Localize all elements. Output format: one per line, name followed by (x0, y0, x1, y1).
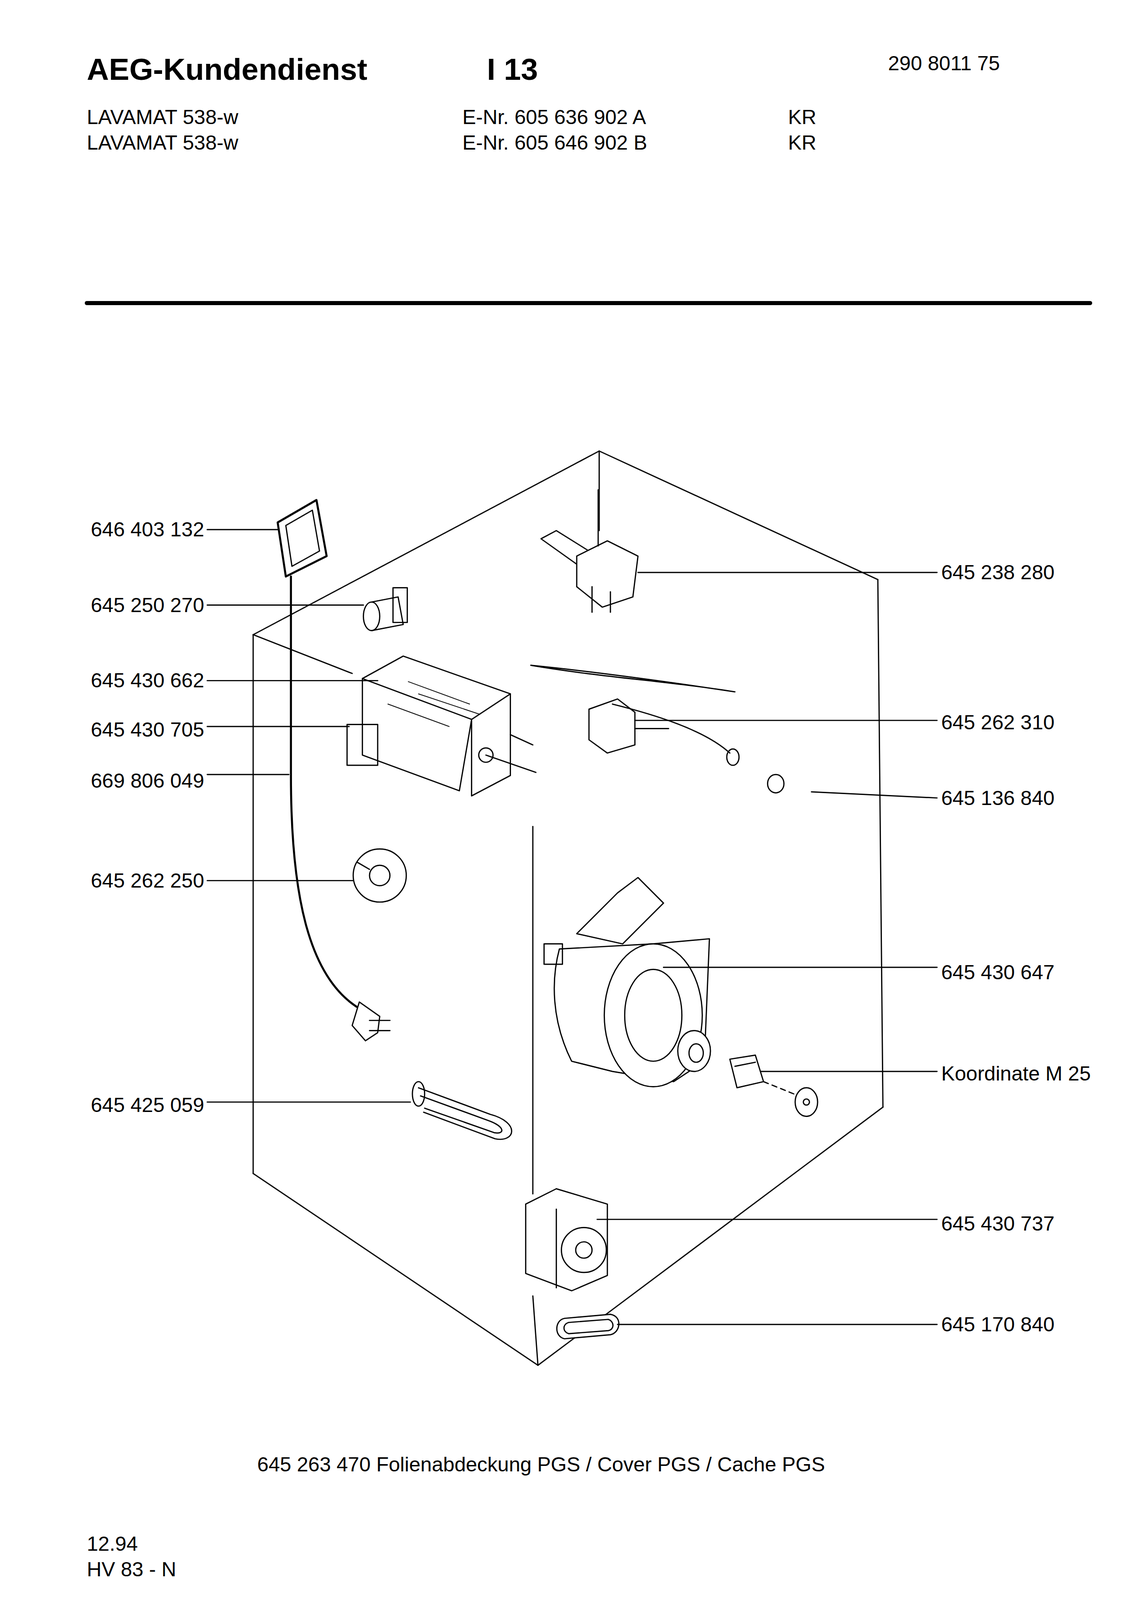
header-text: KR (787, 131, 817, 155)
part-number: 645 430 662 (90, 669, 205, 693)
header-text: 290 8011 75 (888, 52, 1001, 75)
part-number: 645 136 840 (941, 787, 1055, 810)
part-number: 669 806 049 (90, 769, 205, 793)
part-number: 645 170 840 (941, 1313, 1055, 1337)
header-text: E-Nr. 605 636 902 A (462, 106, 647, 129)
header-text: HV 83 - N (86, 1558, 177, 1582)
header-text: 12.94 (86, 1533, 138, 1556)
part-number: 645 238 280 (941, 561, 1055, 584)
part-number: 646 403 132 (90, 518, 205, 542)
header-text: I 13 (486, 52, 538, 87)
part-number: 645 262 250 (90, 869, 205, 892)
part-number: 645 430 647 (941, 961, 1055, 985)
part-number: 645 250 270 (90, 594, 205, 617)
header-text: E-Nr. 605 646 902 B (462, 131, 648, 155)
cover-note: 645 263 470 Folienabdeckung PGS / Cover … (257, 1453, 826, 1476)
part-number: 645 430 705 (90, 718, 205, 741)
part-number: 645 430 737 (941, 1212, 1055, 1236)
part-number: 645 425 059 (90, 1094, 205, 1117)
header-text: LAVAMAT 538-w (86, 106, 239, 129)
page-title: AEG-Kundendienst (86, 52, 368, 87)
header-text: KR (787, 106, 817, 129)
part-number: 645 262 310 (941, 711, 1055, 735)
header-text: LAVAMAT 538-w (86, 131, 239, 155)
part-number: Koordinate M 25 (941, 1062, 1091, 1085)
